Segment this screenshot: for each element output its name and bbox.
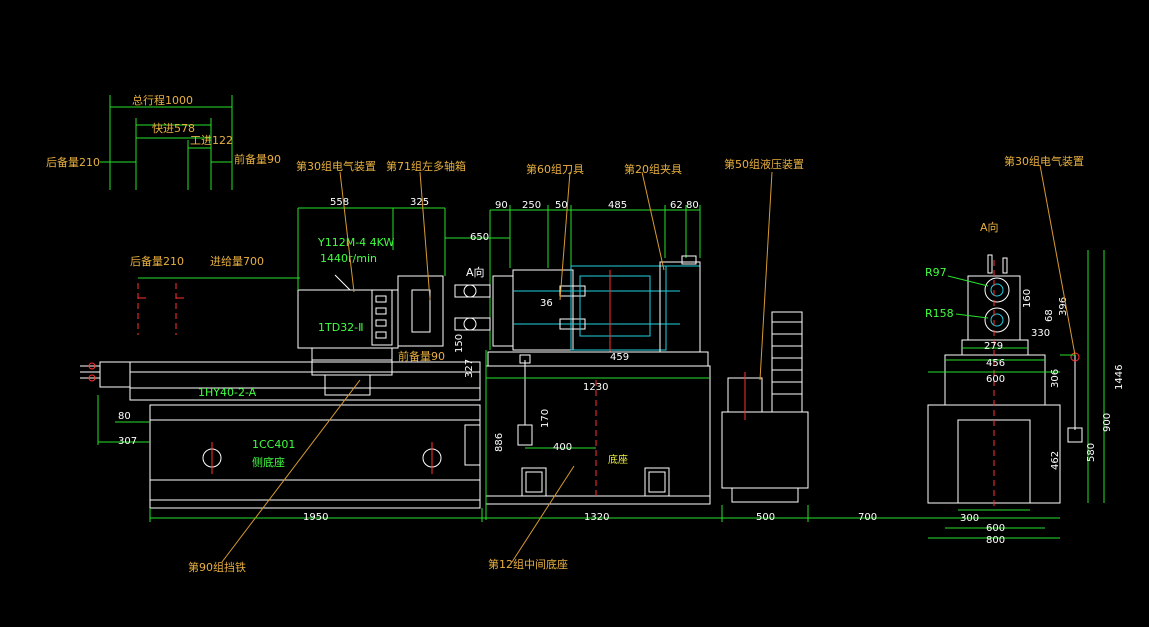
front-reserve-2-label: 前备量90: [398, 349, 445, 363]
stroke-diagram-2: [137, 277, 300, 335]
head-model-label: 1TD32-Ⅱ: [318, 321, 364, 334]
spindle-assembly: [454, 269, 680, 351]
dim-307: 307: [118, 436, 137, 447]
dim-62: 62: [670, 200, 683, 211]
base-name-label: 底座: [608, 453, 628, 466]
view-a-right-label: A向: [980, 220, 999, 234]
slide-model-label: 1HY40-2-A: [198, 386, 257, 399]
dim-650: 650: [470, 232, 489, 243]
group30-electrical-left-label: 第30组电气装置: [296, 159, 376, 173]
motor-model-label: Y112M-4 4KW: [317, 236, 394, 249]
dim-150: 150: [454, 334, 465, 353]
dim-300: 300: [960, 513, 979, 524]
dim-160: 160: [1022, 289, 1033, 308]
dim-886: 886: [494, 433, 505, 452]
motor-speed-label: 1440r/min: [320, 252, 377, 265]
group60-tool-label: 第60组刀具: [526, 162, 584, 176]
dim-90: 90: [495, 200, 508, 211]
dim-250: 250: [522, 200, 541, 211]
dim-1950: 1950: [303, 512, 328, 523]
dim-80b: 80: [118, 411, 131, 422]
dim-68: 68: [1044, 309, 1055, 322]
rear-reserve-2-label: 后备量210: [130, 254, 184, 268]
leader-lines: [221, 164, 1076, 563]
group30-electrical-right-label: 第30组电气装置: [1004, 154, 1084, 168]
work-feed-label: 工进122: [190, 134, 233, 147]
group20-fixture-label: 第20组夹具: [624, 162, 682, 176]
dim-580: 580: [1086, 443, 1097, 462]
rapid-label: 快进578: [152, 122, 195, 135]
dim-396: 396: [1058, 297, 1069, 316]
dim-36: 36: [540, 298, 553, 309]
power-head: [297, 274, 444, 363]
dim-485: 485: [608, 200, 627, 211]
dim-600: 600: [986, 374, 1005, 385]
hydraulic-unit: [721, 311, 809, 503]
front-reserve-label: 前备量90: [234, 152, 281, 166]
group50-hydraulic-label: 第50组液压装置: [724, 157, 804, 171]
fixture: [570, 255, 701, 353]
dim-306: 306: [1050, 369, 1061, 388]
dim-330: 330: [1031, 328, 1050, 339]
dim-1230: 1230: [583, 382, 608, 393]
middle-base: [485, 351, 711, 505]
dim-327: 327: [464, 359, 475, 378]
total-stroke-label: 总行程1000: [132, 93, 193, 107]
dim-1446: 1446: [1114, 365, 1125, 390]
dim-500: 500: [756, 512, 775, 523]
dim-900: 900: [1102, 413, 1113, 432]
r158-label: R158: [925, 307, 954, 320]
stroke-diagram: [100, 95, 233, 190]
feed-amount-label: 进给量700: [210, 255, 264, 268]
dim-600b: 600: [986, 523, 1005, 534]
group12-base-label: 第12组中间底座: [488, 557, 568, 571]
dim-279: 279: [984, 341, 1003, 352]
side-base-name-label: 侧底座: [252, 455, 285, 469]
rear-reserve-label: 后备量210: [46, 155, 100, 169]
view-a-left-label: A向: [466, 265, 485, 279]
group71-multiaxle-label: 第71组左多轴箱: [386, 159, 466, 173]
dim-80: 80: [686, 200, 699, 211]
dim-50: 50: [555, 200, 568, 211]
dim-558: 558: [330, 197, 349, 208]
dim-800: 800: [986, 535, 1005, 546]
dim-456: 456: [986, 358, 1005, 369]
side-base: [149, 404, 481, 509]
r97-label: R97: [925, 266, 947, 279]
dim-1320: 1320: [584, 512, 609, 523]
side-base-model-label: 1CC401: [252, 438, 295, 451]
dim-462: 462: [1050, 451, 1061, 470]
slide-unit: [80, 359, 481, 401]
bottom-dimension-lines: [97, 395, 1060, 522]
dim-400: 400: [553, 442, 572, 453]
dim-170: 170: [540, 409, 551, 428]
group90-stop-label: 第90组挡铁: [188, 560, 246, 574]
dim-700: 700: [858, 512, 877, 523]
dim-459: 459: [610, 352, 629, 363]
dim-325: 325: [410, 197, 429, 208]
